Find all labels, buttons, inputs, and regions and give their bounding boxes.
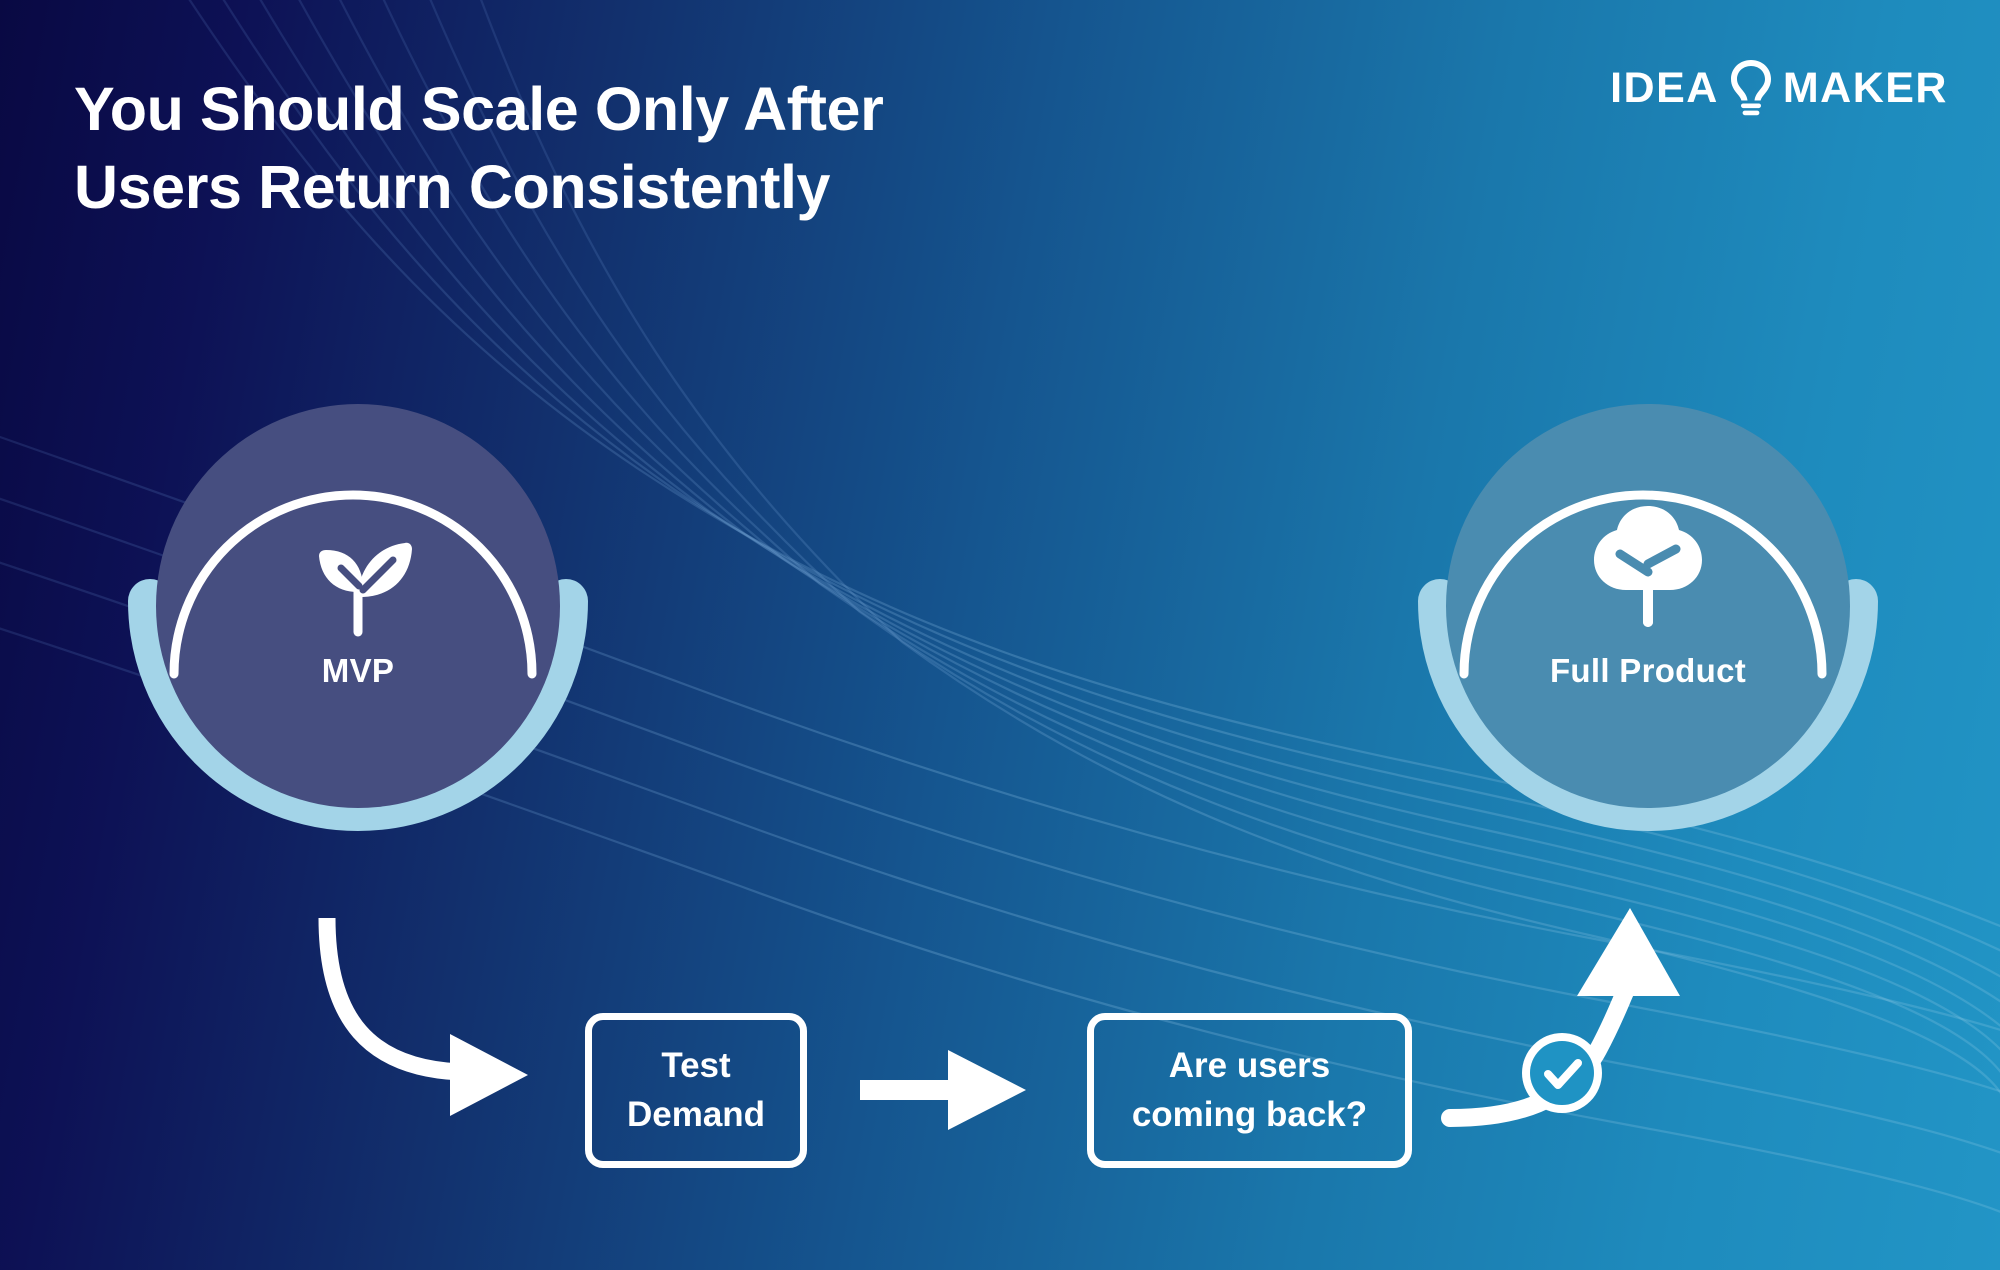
full-product-ring: [1459, 490, 1827, 679]
mvp-icon-wrap: [128, 494, 588, 644]
retention-line-1: Are users: [1168, 1046, 1331, 1086]
retention-line-2: coming back?: [1131, 1094, 1368, 1134]
retention-text: Are users coming back?: [1132, 1042, 1367, 1139]
page-title: You Should Scale Only After Users Return…: [74, 70, 1334, 226]
test-demand-text: Test Demand: [627, 1042, 765, 1139]
title-line-1: You Should Scale Only After: [74, 75, 884, 143]
node-full-product[interactable]: Full Product: [1418, 376, 1878, 836]
lightbulb-icon: [1730, 60, 1771, 116]
logo-word-maker: MAKER: [1782, 63, 1948, 112]
box-retention-question[interactable]: Are users coming back?: [1087, 1013, 1412, 1168]
title-line-2: Users Return Consistently: [74, 153, 831, 222]
full-product-icon-wrap: [1418, 494, 1878, 636]
tree-icon: [1594, 506, 1702, 627]
node-mvp[interactable]: MVP: [128, 376, 588, 836]
box-test-demand[interactable]: Test Demand: [585, 1013, 807, 1168]
connector-test-demand-to-retention: [860, 1050, 1026, 1130]
check-circle-icon: [1522, 1033, 1602, 1113]
full-product-accent-arc: [1418, 579, 1878, 831]
seedling-icon: [319, 542, 412, 637]
mvp-accent-arc: [128, 579, 588, 831]
test-demand-line-1: Test: [661, 1046, 731, 1086]
test-demand-line-2: Demand: [626, 1094, 766, 1134]
connector-mvp-to-test-demand: [318, 917, 528, 1116]
mvp-label: MVP: [321, 652, 395, 689]
mvp-ring: [169, 490, 537, 679]
logo-word-idea: IDEA: [1610, 63, 1719, 112]
brand-logo: IDEA MAKER: [1610, 56, 1948, 120]
full-product-label: Full Product: [1549, 652, 1747, 689]
connector-retention-to-full-product: [1441, 908, 1680, 1127]
